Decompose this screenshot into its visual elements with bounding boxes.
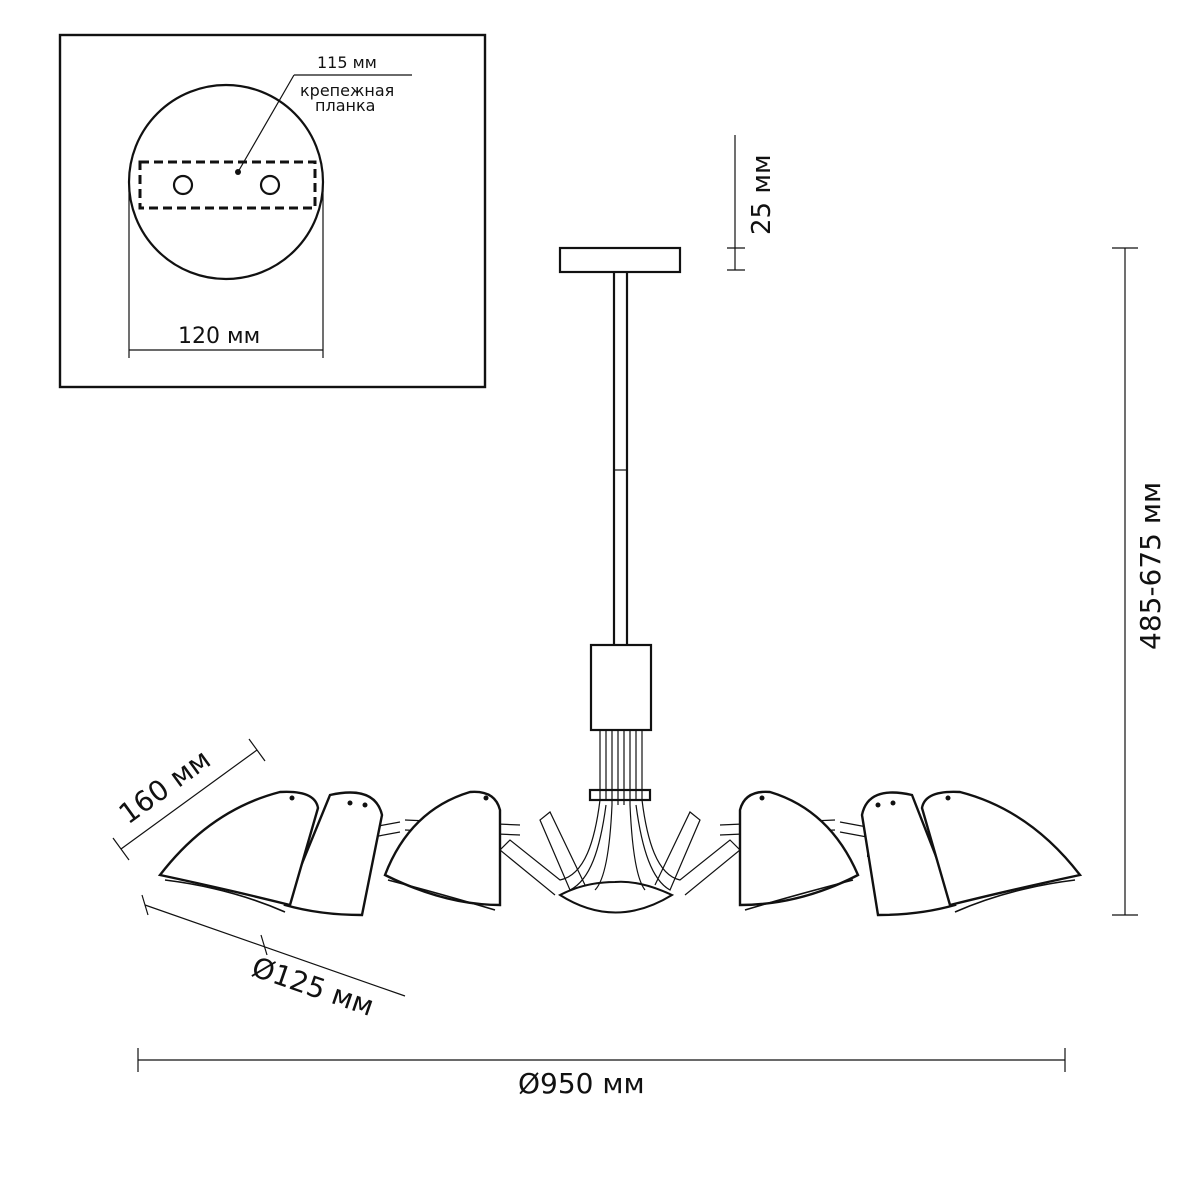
shade-diameter-label: Ø125 мм xyxy=(248,950,378,1022)
shade-right-rear xyxy=(860,791,957,917)
shade-left-rear xyxy=(283,791,384,917)
canopy-height-dimension: 25 мм xyxy=(727,135,777,271)
screw-hole-left xyxy=(172,174,194,196)
total-height-label: 485-675 мм xyxy=(1134,482,1167,650)
mounting-bracket xyxy=(138,160,317,210)
total-height-dimension: 485-675 мм xyxy=(1112,247,1167,916)
shade-inner-left xyxy=(383,790,502,907)
shade-inner-right xyxy=(738,790,860,907)
plate-width-label: 115 мм xyxy=(317,53,377,72)
inset-frame xyxy=(58,33,487,389)
total-diameter-dimension: Ø950 мм xyxy=(137,1048,1066,1100)
bracket-label-line2: планка xyxy=(315,96,375,115)
screw-hole-right xyxy=(259,174,281,196)
suspension xyxy=(558,246,682,805)
canopy-diameter-label: 120 мм xyxy=(178,324,260,349)
central-body xyxy=(589,643,653,732)
shades xyxy=(157,790,1083,917)
arm-collar xyxy=(588,788,652,802)
total-diameter-label: Ø950 мм xyxy=(518,1067,645,1100)
shade-diameter-dimension: Ø125 мм xyxy=(141,894,406,1023)
bracket-label-line1: крепежная xyxy=(300,81,394,100)
canopy-height-label: 25 мм xyxy=(747,154,777,235)
canopy-inset: 115 мм крепежная планка 120 мм xyxy=(58,33,487,389)
ceiling-canopy xyxy=(558,246,682,274)
shade-left-front xyxy=(157,790,320,907)
shade-right-front xyxy=(920,790,1083,907)
